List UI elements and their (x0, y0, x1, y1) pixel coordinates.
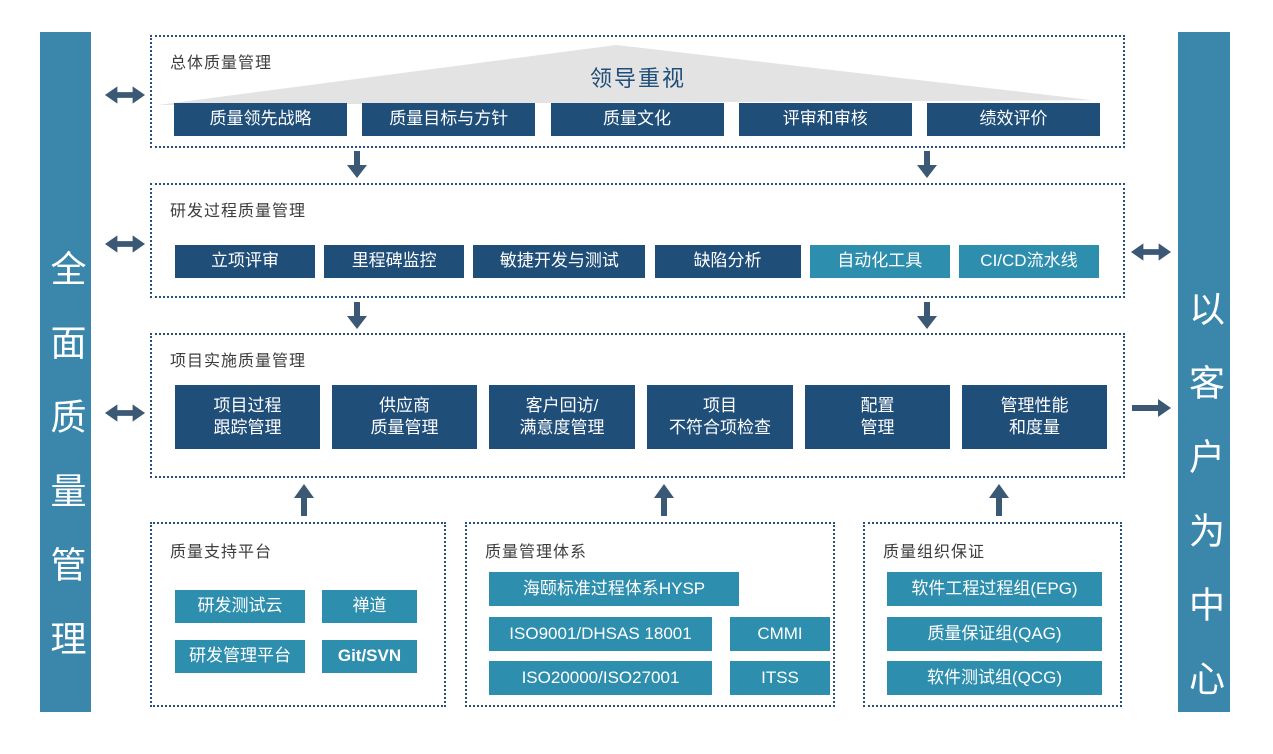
block-performance-eval: 绩效评价 (927, 103, 1100, 136)
double-arrow-icon (1130, 241, 1172, 263)
block-nonconformity-check: 项目 不符合项检查 (647, 385, 793, 449)
section-overall: 总体质量管理 领导重视 质量领先战略 质量目标与方针 质量文化 评审和审核 绩效… (150, 35, 1125, 148)
block-label-line2: 质量管理 (370, 418, 439, 437)
section-title: 总体质量管理 (170, 55, 273, 72)
block-epg: 软件工程过程组(EPG) (887, 572, 1102, 606)
leadership-banner: 领导重视 (590, 66, 687, 91)
block-supplier-quality: 供应商 质量管理 (332, 385, 477, 449)
block-rd-management-platform: 研发管理平台 (175, 640, 305, 673)
up-arrow-icon (653, 483, 675, 517)
block-rd-test-cloud: 研发测试云 (175, 590, 305, 623)
left-side-bar: 全面质量管理 (40, 32, 91, 712)
block-git-svn: Git/SVN (322, 640, 417, 673)
block-cicd-pipeline: CI/CD流水线 (958, 245, 1099, 278)
up-arrow-icon (293, 483, 315, 517)
section-title: 研发过程质量管理 (170, 203, 307, 220)
block-label-line1: 管理性能 (1000, 395, 1069, 415)
left-bar-label: 全面质量管理 (45, 250, 87, 694)
section-title: 质量组织保证 (883, 544, 986, 561)
double-arrow-icon (104, 233, 146, 255)
down-arrow-icon (346, 302, 368, 330)
block-quality-goals: 质量目标与方针 (362, 103, 536, 136)
block-automation-tools: 自动化工具 (809, 245, 950, 278)
block-performance-measurement: 管理性能 和度量 (962, 385, 1107, 449)
block-label-line1: 项目过程 (213, 395, 282, 415)
double-arrow-icon (104, 402, 146, 424)
block-label-line2: 和度量 (1009, 418, 1060, 437)
block-label-line2: 不符合项检查 (669, 418, 771, 437)
block-agile-dev-test: 敏捷开发与测试 (473, 245, 646, 278)
block-hysp: 海颐标准过程体系HYSP (489, 572, 739, 606)
block-defect-analysis: 缺陷分析 (654, 245, 801, 278)
block-label-line2: 跟踪管理 (213, 418, 282, 437)
right-arrow-icon (1132, 397, 1172, 419)
block-review-audit: 评审和审核 (738, 103, 912, 136)
section-title: 质量管理体系 (485, 544, 588, 561)
up-arrow-icon (988, 483, 1010, 517)
block-label-line1: 供应商 (379, 395, 430, 415)
block-iso9001: ISO9001/DHSAS 18001 (489, 617, 712, 651)
section-title: 质量支持平台 (170, 544, 273, 561)
down-arrow-icon (346, 151, 368, 179)
block-qcg: 软件测试组(QCG) (887, 661, 1102, 695)
down-arrow-icon (916, 151, 938, 179)
block-project-tracking: 项目过程 跟踪管理 (175, 385, 320, 449)
double-arrow-icon (104, 84, 146, 106)
block-label-line1: 客户回访/ (525, 395, 599, 415)
block-quality-culture: 质量文化 (550, 103, 724, 136)
right-bar-label: 以客户为中心 (1184, 290, 1225, 734)
block-configuration-management: 配置 管理 (805, 385, 950, 449)
section-support: 质量支持平台 研发测试云 禅道 研发管理平台 Git/SVN (150, 522, 446, 707)
block-cmmi: CMMI (730, 617, 830, 651)
block-iso20000: ISO20000/ISO27001 (489, 661, 712, 695)
block-label-line1: 项目 (703, 395, 737, 415)
block-qag: 质量保证组(QAG) (887, 617, 1102, 651)
right-side-bar: 以客户为中心 (1178, 32, 1230, 734)
section-title: 项目实施质量管理 (170, 353, 307, 370)
section-system: 质量管理体系 海颐标准过程体系HYSP ISO9001/DHSAS 18001 … (465, 522, 835, 707)
block-label-line1: 配置 (860, 395, 895, 415)
block-milestone-monitoring: 里程碑监控 (324, 245, 465, 278)
block-label-line2: 满意度管理 (519, 418, 605, 437)
down-arrow-icon (916, 302, 938, 330)
block-project-approval-review: 立项评审 (175, 245, 315, 278)
block-quality-strategy: 质量领先战略 (174, 103, 347, 136)
section-process: 研发过程质量管理 立项评审 里程碑监控 敏捷开发与测试 缺陷分析 自动化工具 C… (150, 183, 1125, 298)
block-customer-satisfaction: 客户回访/ 满意度管理 (489, 385, 635, 449)
block-label-line2: 管理 (860, 418, 895, 437)
section-organization: 质量组织保证 软件工程过程组(EPG) 质量保证组(QAG) 软件测试组(QCG… (863, 522, 1122, 707)
block-zentao: 禅道 (322, 590, 417, 623)
block-itss: ITSS (730, 661, 830, 695)
section-project: 项目实施质量管理 项目过程 跟踪管理 供应商 质量管理 客户回访/ 满意度管理 … (150, 333, 1125, 478)
